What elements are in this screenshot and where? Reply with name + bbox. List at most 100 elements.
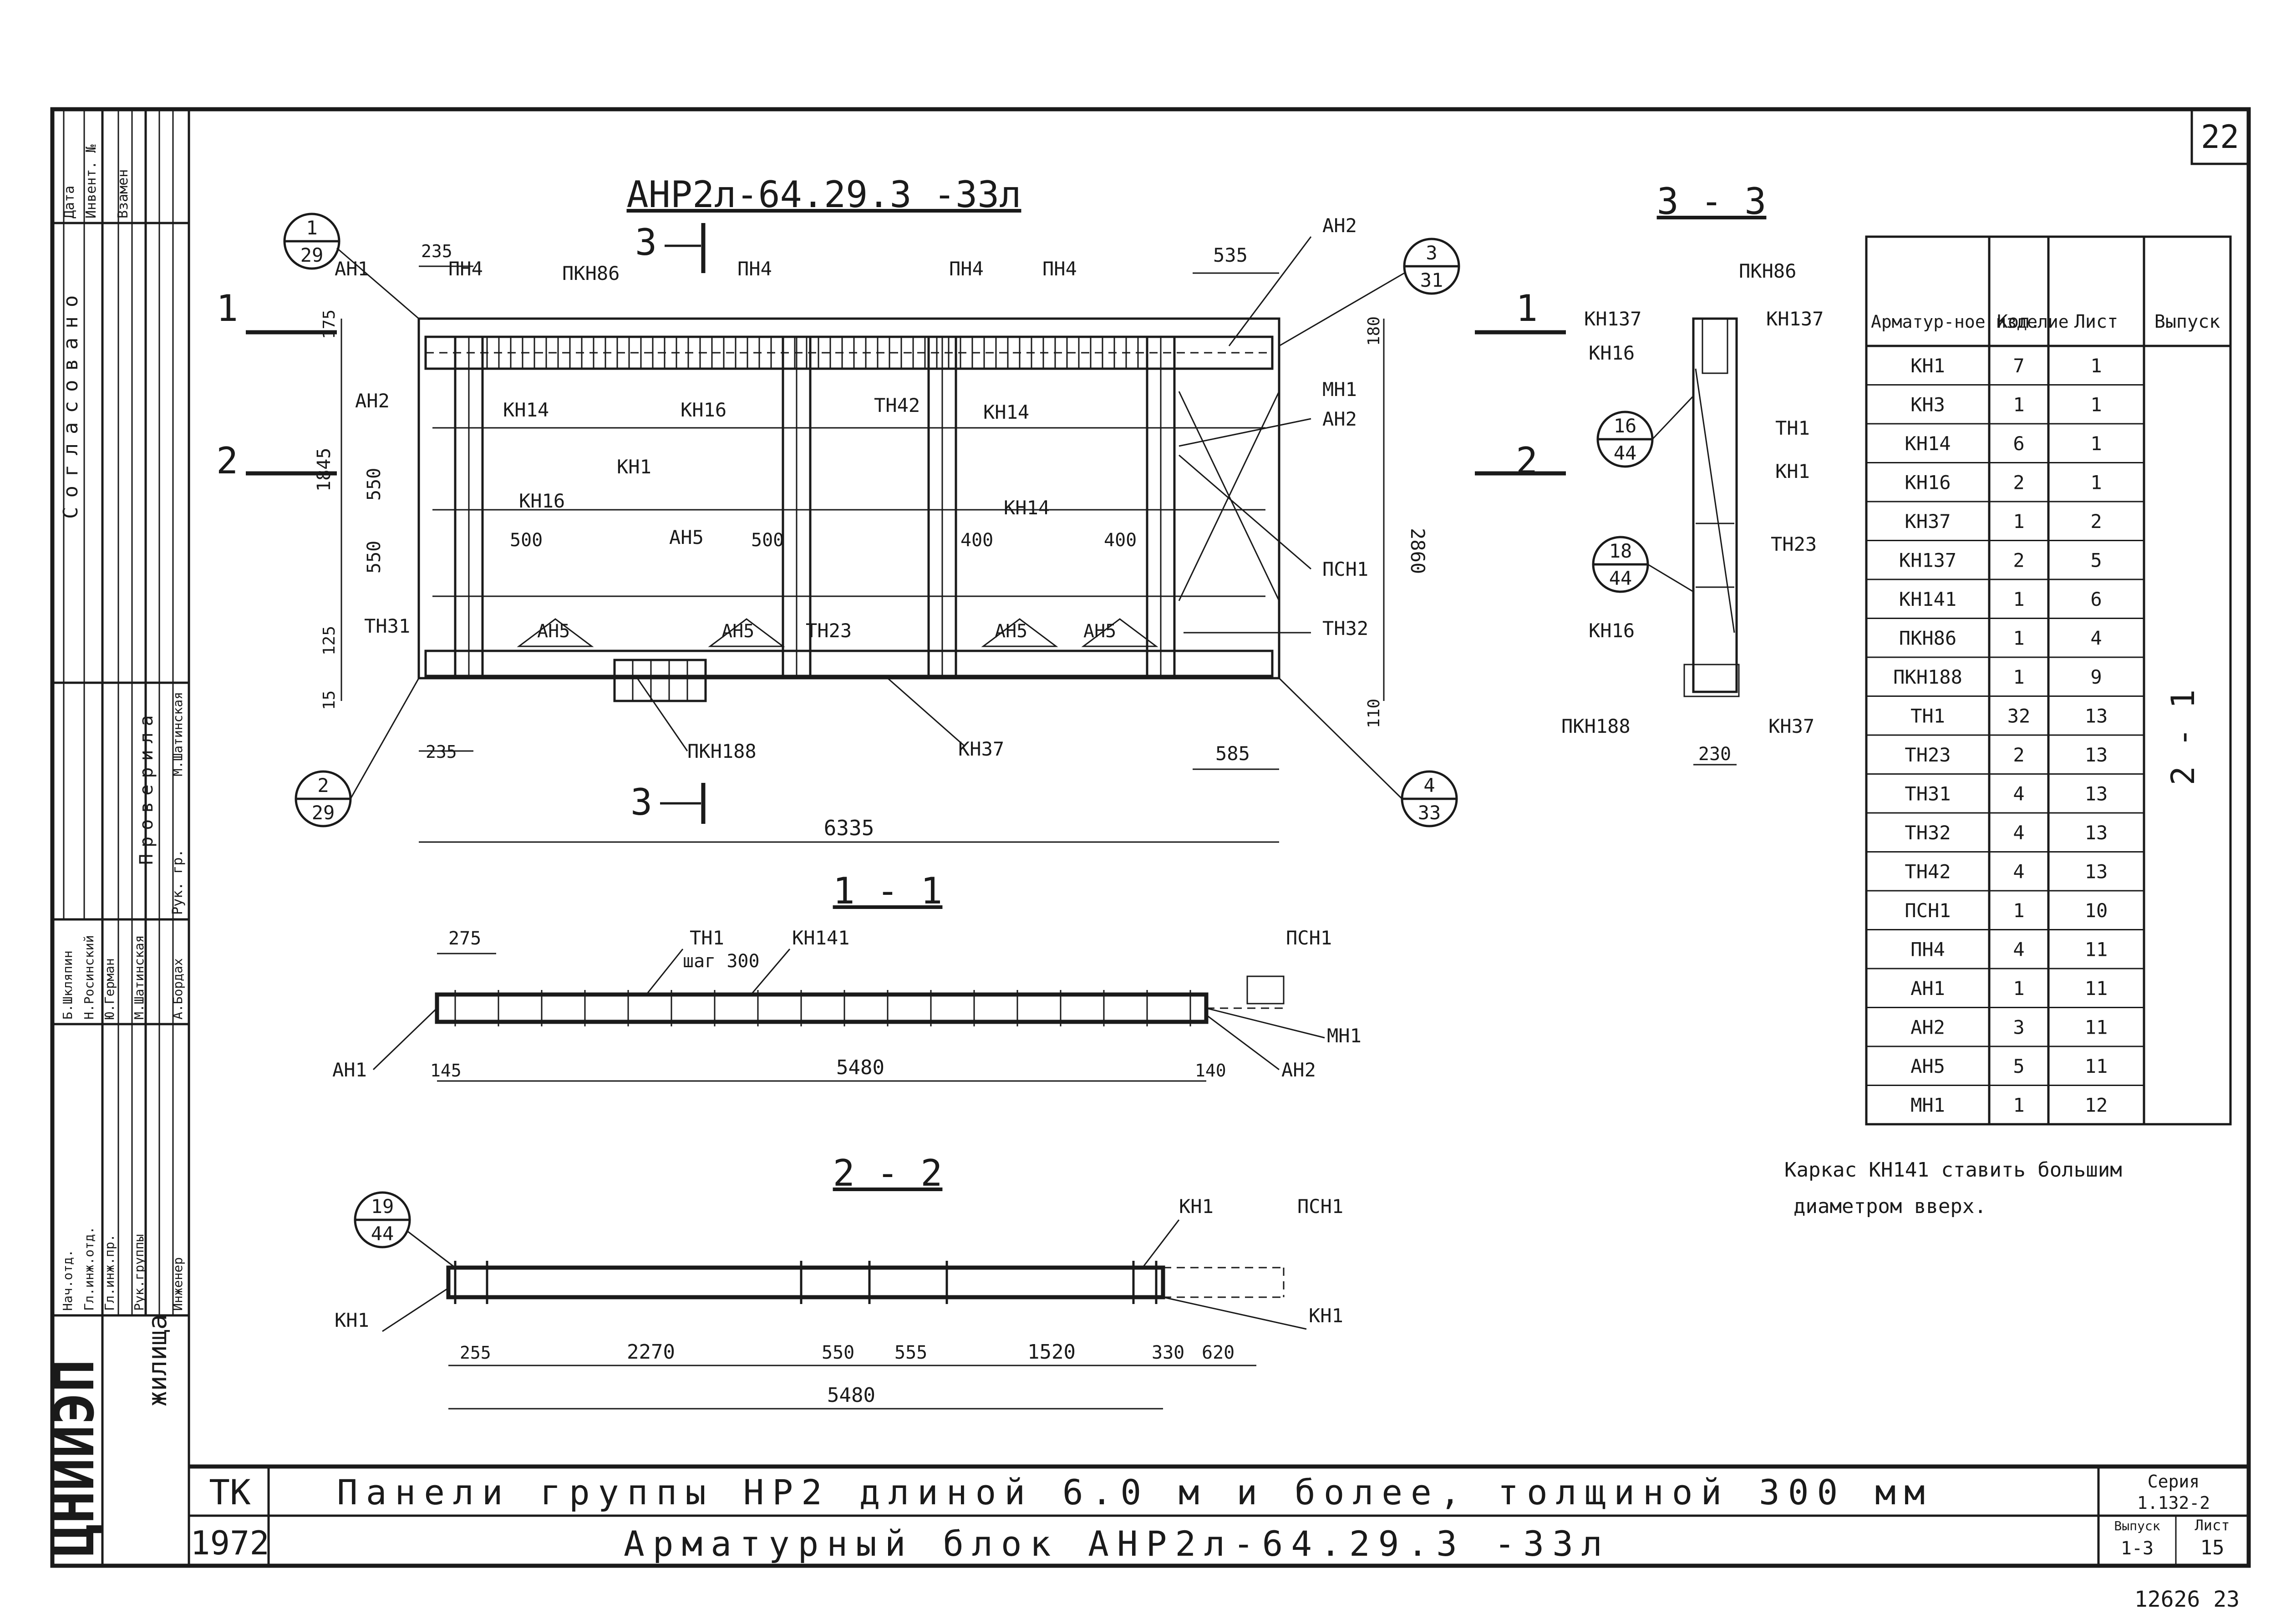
elev-dim-500-1: 500 (510, 530, 543, 551)
s22-dim-555: 555 (894, 1342, 927, 1363)
s33-label-kn16-top: КН16 (1589, 342, 1635, 364)
s11-dim-5480: 5480 (836, 1056, 884, 1079)
margin-cell-replaces: Взамен (115, 169, 131, 218)
elev-label-an5-5: АН5 (1083, 621, 1116, 642)
spec-cell-qty: 4 (2013, 939, 2024, 961)
spec-cell-sheet: 13 (2085, 861, 2108, 883)
spec-cell-sheet: 5 (2090, 549, 2102, 572)
svg-text:19: 19 (371, 1195, 394, 1218)
elev-dim-550-1: 550 (364, 468, 385, 501)
spec-cell-sheet: 9 (2090, 666, 2102, 688)
s33-label-kn137-left: КН137 (1584, 308, 1641, 330)
title-year: 1972 (190, 1524, 269, 1562)
spec-cell-item: МН1 (1910, 1094, 1945, 1116)
elev-label-pn4-3: ПН4 (949, 258, 984, 280)
section-mark-1-right: 1 (1516, 287, 1538, 330)
spec-cell-item: ПН4 (1910, 939, 1945, 961)
svg-text:29: 29 (312, 802, 335, 824)
spec-cell-qty: 1 (2013, 510, 2024, 533)
elev-label-pn4-1: ПН4 (448, 258, 483, 280)
s11-dim-145: 145 (430, 1061, 462, 1081)
spec-cell-qty: 1 (2013, 588, 2024, 610)
note-line-2: диаметром вверх. (1793, 1195, 1986, 1218)
margin-checker-name: М.Шатинская (170, 692, 185, 776)
spec-cell-item: АН5 (1910, 1055, 1945, 1077)
margin-agreed: Согласовано (59, 286, 82, 519)
s11-dim-275: 275 (448, 928, 481, 949)
elev-dim-125: 125 (320, 626, 339, 655)
spec-cell-sheet: 2 (2090, 510, 2102, 533)
elev-label-an5-3: АН5 (721, 621, 754, 642)
svg-text:31: 31 (1420, 269, 1443, 291)
elev-label-kn16-1: КН16 (681, 399, 726, 421)
s33-label-pkn86: ПКН86 (1739, 260, 1796, 282)
elev-label-an5-4: АН5 (995, 621, 1027, 642)
elevation-view: 3 3 1 1 2 2 1 29 3 31 2 29 4 (216, 213, 1566, 843)
margin-role-5: Инженер (170, 1257, 185, 1311)
elev-dim-110: 110 (1365, 699, 1383, 728)
svg-text:29: 29 (300, 244, 324, 266)
org-logo: ЦНИИЭП (43, 1360, 107, 1557)
section-mark-1-left: 1 (216, 287, 238, 330)
spec-cell-qty: 1 (2013, 977, 2024, 1000)
elev-dim-2860: 2860 (1407, 528, 1429, 574)
elev-label-kn14-2: КН14 (983, 401, 1029, 423)
spec-cell-item: КН137 (1899, 549, 1956, 572)
elev-label-pkn188: ПКН188 (687, 740, 757, 762)
svg-text:44: 44 (1609, 567, 1632, 589)
s22-label-psn1: ПСН1 (1297, 1195, 1343, 1218)
elev-label-pn4-4: ПН4 (1042, 258, 1077, 280)
elev-dim-175: 175 (320, 310, 339, 339)
elev-label-kn16-2: КН16 (519, 490, 565, 512)
spec-cell-qty: 1 (2013, 627, 2024, 650)
s22-dim-255: 255 (460, 1343, 491, 1363)
spec-cell-sheet: 1 (2090, 394, 2102, 416)
margin-role-1: Нач.отд. (60, 1249, 75, 1311)
elev-label-kn14-1: КН14 (503, 399, 549, 421)
elev-label-tn31: ТН31 (364, 615, 410, 637)
note-line-1: Каркас КН141 ставить большим (1784, 1158, 2122, 1182)
spec-table: Арматур-ное изделие Кол. Лист Выпуск КН1… (1865, 235, 2232, 1126)
svg-text:18: 18 (1609, 540, 1632, 562)
elev-label-mn1: МН1 (1322, 378, 1357, 401)
margin-cell-date: Дата (61, 186, 77, 218)
s11-dim-140: 140 (1195, 1061, 1226, 1081)
s11-label-an2: АН2 (1281, 1059, 1316, 1081)
section-2-2: 2 - 2 19 44 КН1 ПСН1 КН1 КН1 255 2270 55… (335, 1152, 1343, 1410)
s22-dim-620: 620 (1202, 1342, 1235, 1363)
spec-cell-item: КН37 (1905, 510, 1951, 533)
spec-header-item: Арматур-ное изделие (1871, 312, 2069, 332)
spec-group-label: 2 - 1 (2164, 690, 2202, 786)
spec-header-sheet: Лист (2074, 311, 2118, 332)
elev-dim-585: 585 (1215, 742, 1250, 765)
elev-dim-1845: 1845 (314, 448, 335, 492)
spec-cell-qty: 4 (2013, 861, 2024, 883)
spec-cell-qty: 32 (2007, 705, 2031, 727)
spec-cell-sheet: 10 (2085, 899, 2108, 922)
spec-header-issue: Выпуск (2154, 311, 2220, 332)
elev-label-an5-2: АН5 (537, 621, 570, 642)
s33-label-kn16-bottom: КН16 (1589, 619, 1635, 642)
s33-dim-230: 230 (1698, 744, 1731, 765)
spec-cell-qty: 6 (2013, 432, 2024, 455)
margin-role-4: Рук.группы (132, 1234, 147, 1311)
s33-label-tn1: ТН1 (1775, 417, 1810, 439)
spec-cell-sheet: 11 (2085, 1055, 2108, 1077)
svg-text:44: 44 (371, 1223, 394, 1245)
s22-label-kn1-left: КН1 (335, 1309, 369, 1331)
s33-label-pkn188: ПКН188 (1561, 715, 1631, 737)
elev-label-tn23: ТН23 (806, 619, 852, 642)
elev-label-kn14-3: КН14 (1004, 497, 1050, 519)
spec-cell-item: КН14 (1905, 432, 1951, 455)
s11-label-step: шаг 300 (683, 951, 760, 972)
elev-label-an2-mid: АН2 (1322, 408, 1357, 430)
spec-cell-sheet: 13 (2085, 744, 2108, 766)
issue-value: 1-3 (2121, 1538, 2154, 1559)
spec-cell-sheet: 11 (2085, 1016, 2108, 1039)
s11-label-an1: АН1 (332, 1059, 367, 1081)
outer-frame (50, 107, 2251, 1568)
spec-cell-qty: 1 (2013, 899, 2024, 922)
spec-cell-qty: 1 (2013, 1094, 2024, 1116)
callout-19-44: 19 44 (354, 1191, 411, 1248)
section-mark-2-left: 2 (216, 440, 238, 482)
